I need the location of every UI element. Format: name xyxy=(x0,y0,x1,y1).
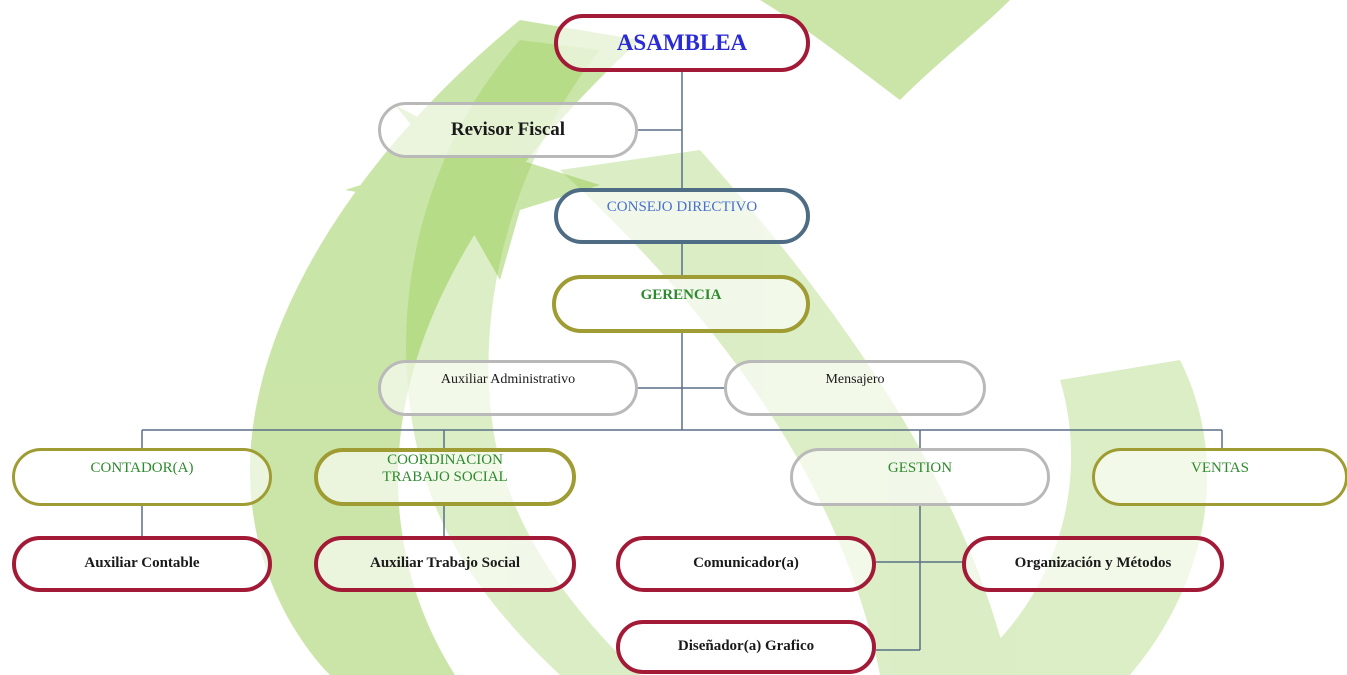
node-ventas: VENTAS xyxy=(1092,448,1347,506)
node-auxiliar-trabajo-social-label: Auxiliar Trabajo Social xyxy=(369,555,520,572)
node-ventas-label: VENTAS xyxy=(1191,460,1249,477)
node-asamblea: ASAMBLEA xyxy=(554,14,810,72)
node-disenador-grafico-label: Diseñador(a) Grafico xyxy=(677,638,815,655)
node-coordinacion-trabajo-social: COORDINACION TRABAJO SOCIAL xyxy=(314,448,576,506)
node-comunicador-label: Comunicador(a) xyxy=(693,555,799,572)
node-auxiliar-trabajo-social: Auxiliar Trabajo Social xyxy=(314,536,576,592)
node-consejo-directivo-label: CONSEJO DIRECTIVO xyxy=(606,199,758,216)
node-contador-label: CONTADOR(A) xyxy=(90,460,194,477)
node-mensajero-label: Mensajero xyxy=(825,371,885,387)
node-gestion-label: GESTION xyxy=(887,460,953,477)
node-auxiliar-contable: Auxiliar Contable xyxy=(12,536,272,592)
node-disenador-grafico: Diseñador(a) Grafico xyxy=(616,620,876,674)
node-coordinacion-trabajo-social-label: COORDINACION TRABAJO SOCIAL xyxy=(382,451,508,485)
node-organizacion-metodos: Organización y Métodos xyxy=(962,536,1224,592)
node-consejo-directivo: CONSEJO DIRECTIVO xyxy=(554,188,810,244)
node-auxiliar-administrativo: Auxiliar Administrativo xyxy=(378,360,638,416)
node-contador: CONTADOR(A) xyxy=(12,448,272,506)
node-organizacion-metodos-label: Organización y Métodos xyxy=(1014,555,1172,572)
node-mensajero: Mensajero xyxy=(724,360,986,416)
node-asamblea-label: ASAMBLEA xyxy=(616,29,748,55)
node-auxiliar-administrativo-label: Auxiliar Administrativo xyxy=(440,371,576,387)
node-auxiliar-contable-label: Auxiliar Contable xyxy=(84,555,200,572)
node-gerencia: GERENCIA xyxy=(552,275,810,333)
node-comunicador: Comunicador(a) xyxy=(616,536,876,592)
node-revisor-fiscal-label: Revisor Fiscal xyxy=(450,119,566,141)
node-gerencia-label: GERENCIA xyxy=(640,287,722,304)
node-gestion: GESTION xyxy=(790,448,1050,506)
node-revisor-fiscal: Revisor Fiscal xyxy=(378,102,638,158)
